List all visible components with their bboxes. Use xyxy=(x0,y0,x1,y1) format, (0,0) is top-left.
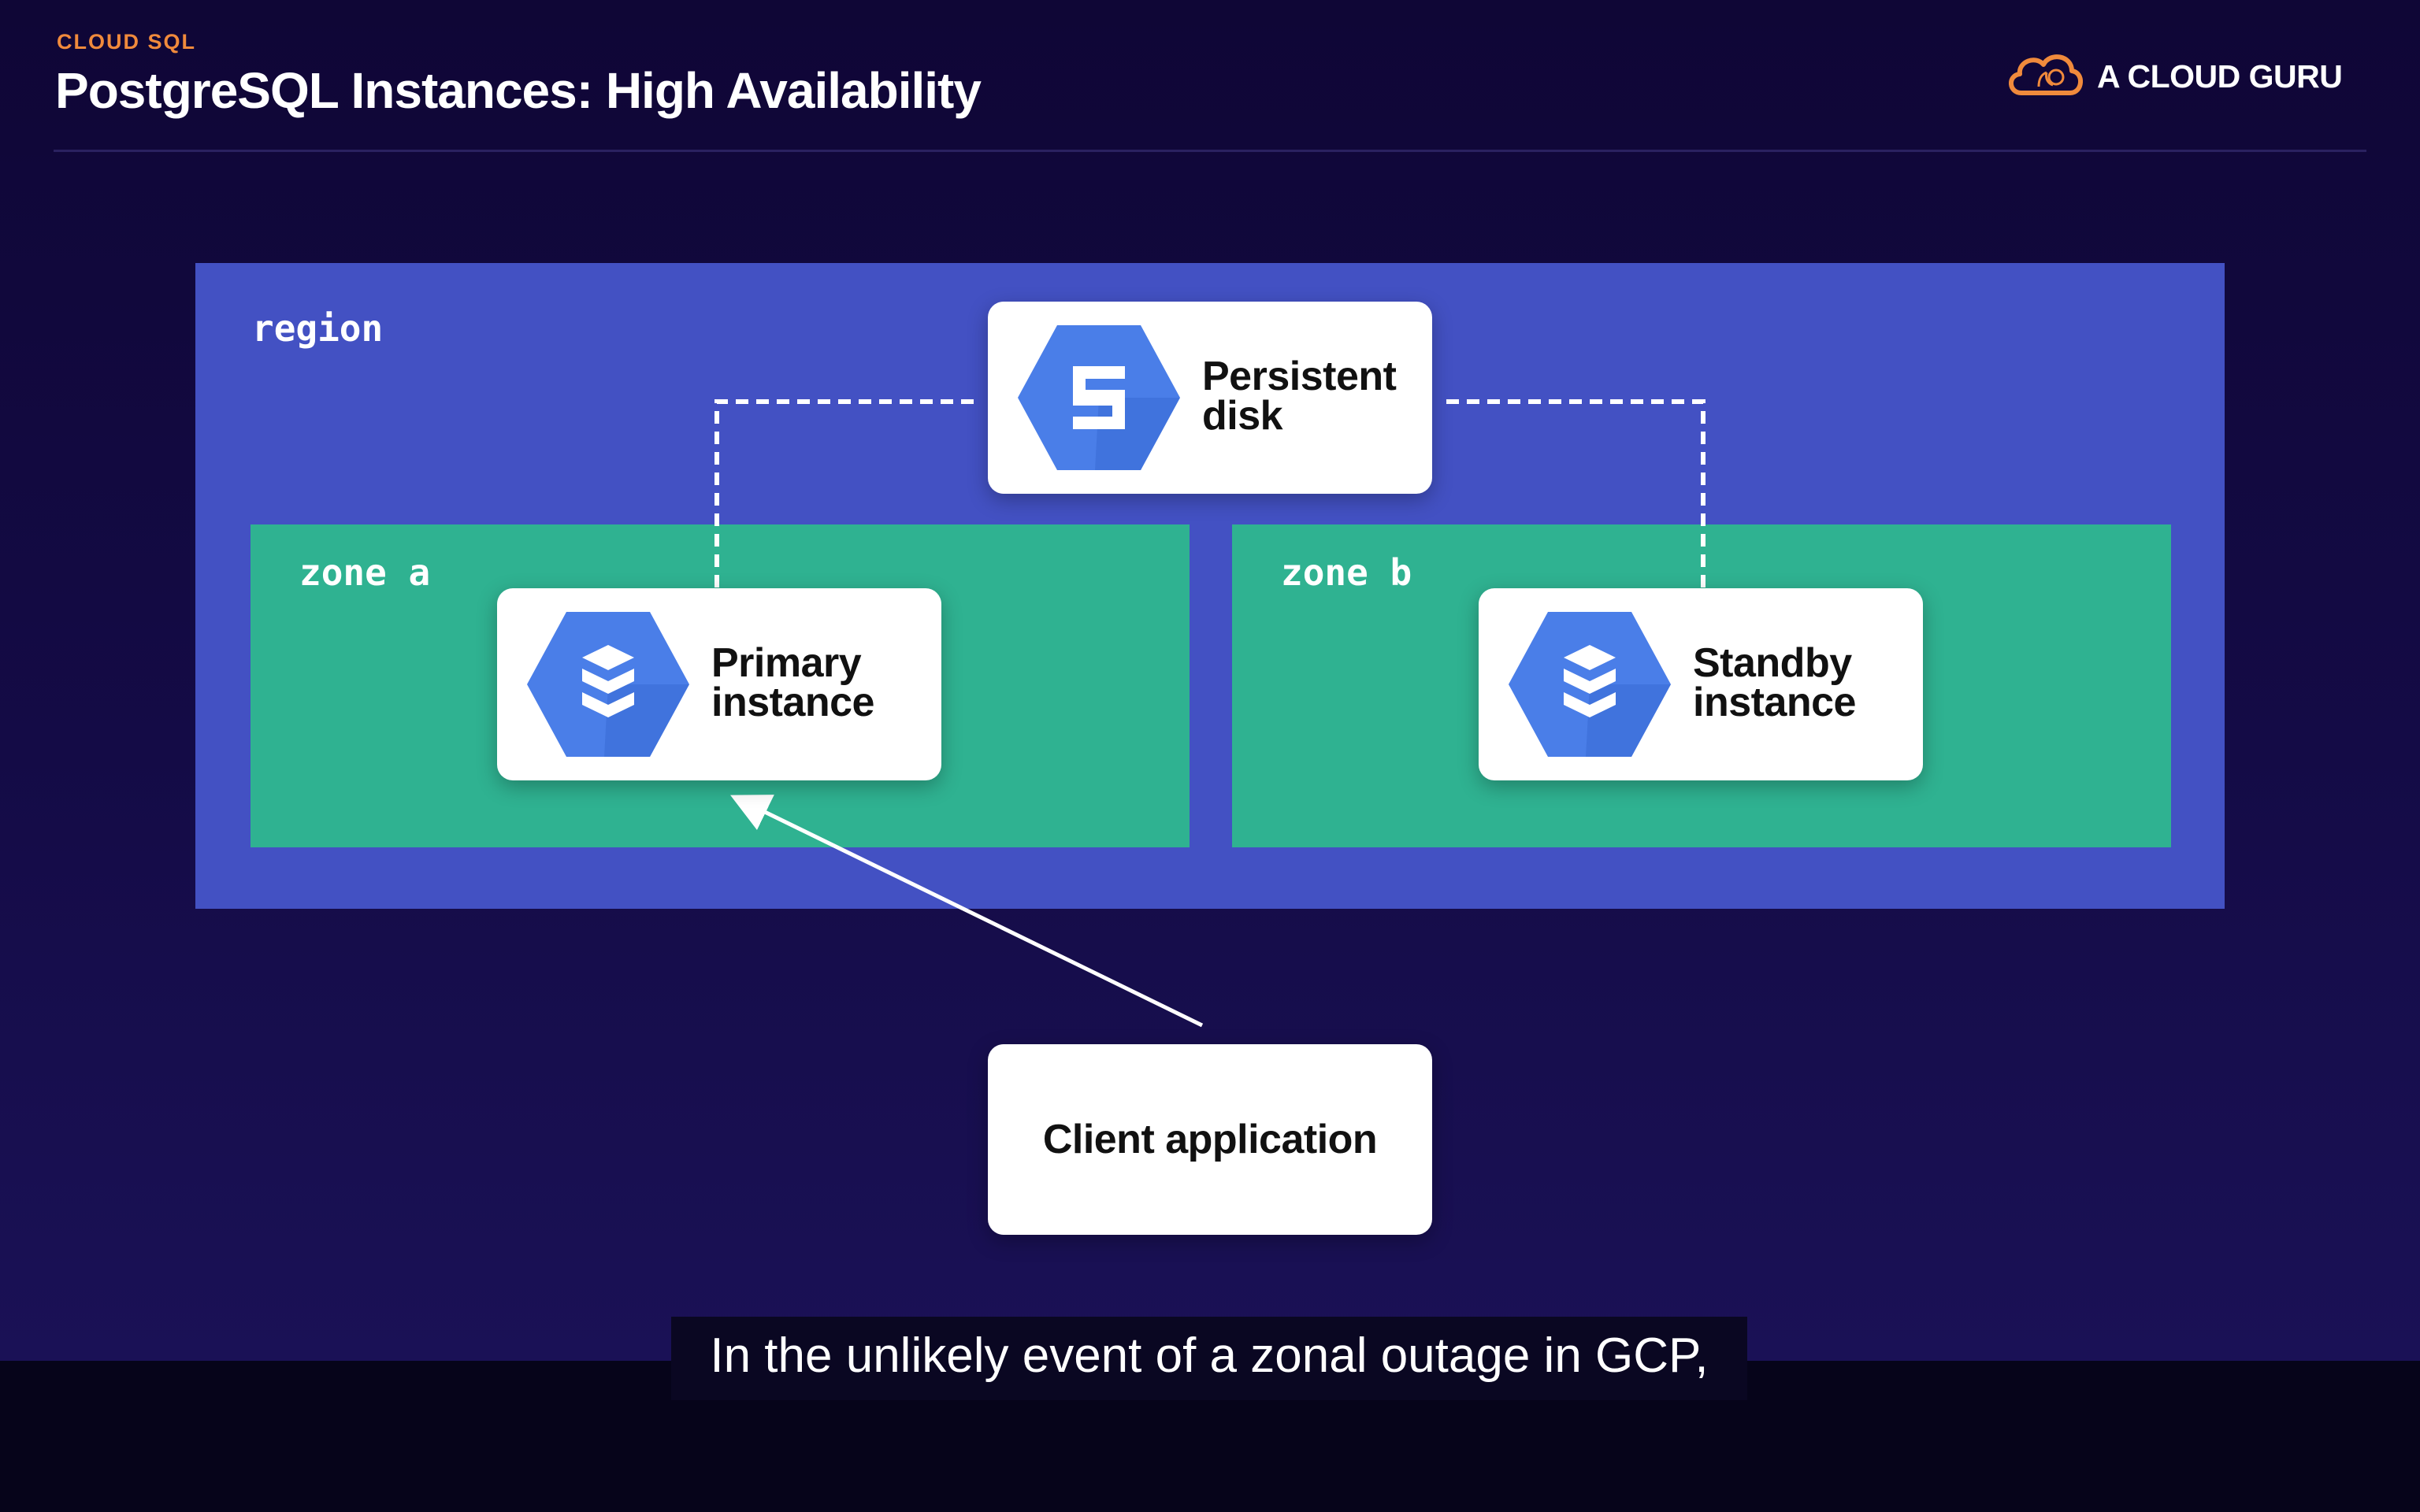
cloud-logo-icon xyxy=(2009,54,2083,95)
zone-b-label: zone b xyxy=(1281,551,1412,594)
region-label: region xyxy=(252,307,384,350)
brand-name: A CLOUD GURU xyxy=(2097,58,2343,94)
edge-disk-to-primary xyxy=(714,399,974,588)
database-hexagon-icon xyxy=(1509,612,1671,757)
standby-instance-card: Standby instance xyxy=(1479,588,1923,780)
persistent-disk-label: Persistent disk xyxy=(1202,354,1397,439)
subtitle-text: In the unlikely event of a zonal outage … xyxy=(710,1329,1709,1383)
edge-disk-to-standby xyxy=(1446,399,1706,588)
slide-title: PostgreSQL Instances: High Availability xyxy=(55,62,982,119)
storage-hexagon-icon xyxy=(1018,325,1180,470)
client-application-label: Client application xyxy=(1042,1117,1378,1162)
persistent-disk-card: Persistent disk xyxy=(988,302,1432,494)
section-eyebrow: CLOUD SQL xyxy=(57,30,196,54)
database-hexagon-icon xyxy=(527,612,689,757)
subtitle-bar: In the unlikely event of a zonal outage … xyxy=(671,1317,1747,1400)
brand: A CLOUD GURU xyxy=(2004,46,2366,109)
header-divider xyxy=(54,150,2366,152)
slide: CLOUD SQL PostgreSQL Instances: High Ava… xyxy=(0,0,2420,1361)
zone-a-label: zone a xyxy=(299,551,431,594)
standby-instance-label: Standby instance xyxy=(1693,640,1856,725)
client-application-card: Client application xyxy=(988,1044,1432,1235)
edge-client-to-primary xyxy=(730,795,1204,1028)
connector-layer xyxy=(714,399,1706,1028)
primary-instance-card: Primary instance xyxy=(497,588,941,780)
primary-instance-label: Primary instance xyxy=(711,640,874,725)
